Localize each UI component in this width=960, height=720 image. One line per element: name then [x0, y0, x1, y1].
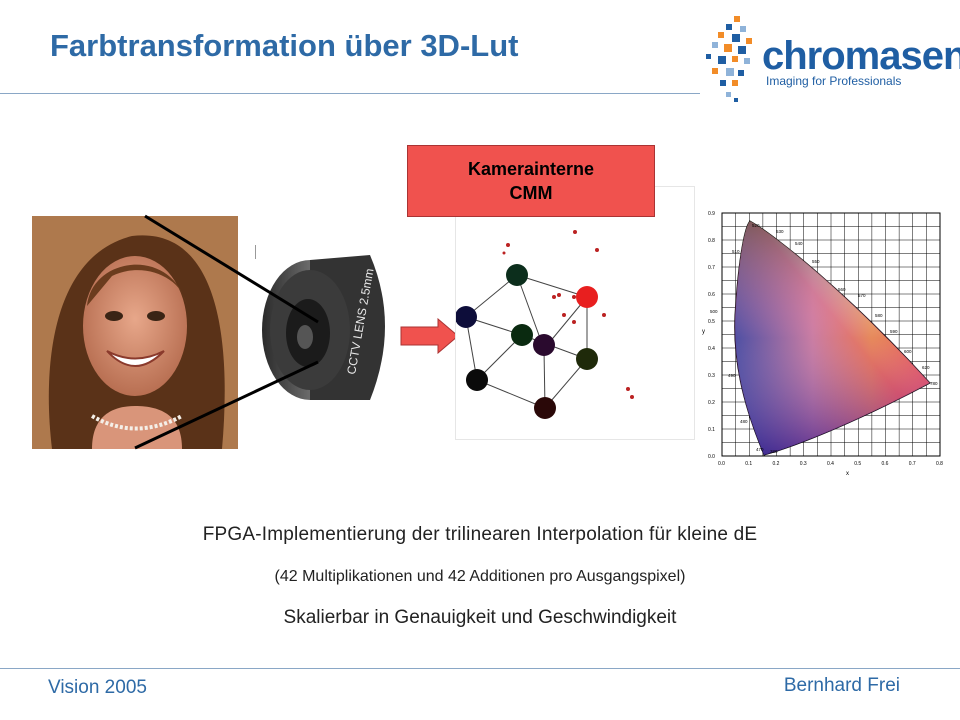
cie-y-tick: 0.8	[708, 238, 715, 244]
cie-y-tick: 0.1	[708, 427, 715, 433]
cie-wavelength-label: 560	[838, 287, 846, 292]
cie-wavelength-label: 540	[795, 241, 803, 246]
cie-wavelength-label: 470	[756, 447, 764, 452]
cie-x-tick: 0.6	[882, 461, 889, 467]
cie-chromaticity-diagram: 0.0 0.1 0.2 0.3 0.4 0.5 0.6 0.7 0.8 0.0 0.1 0.2 0.3…	[702, 211, 943, 477]
cie-y-tick: 0.2	[708, 400, 715, 406]
cie-x-tick: 0.5	[854, 461, 861, 467]
arrow-right-icon	[400, 318, 459, 354]
cie-y-tick: 0.5	[708, 319, 715, 325]
cie-y-tick: 0.0	[708, 454, 715, 460]
cie-wavelength-label: 510	[732, 249, 740, 254]
title-divider	[0, 93, 700, 94]
cie-x-tick: 0.8	[936, 461, 943, 467]
body-text-line1: FPGA-Implementierung der trilinearen Int…	[202, 524, 758, 545]
cie-x-tick: 0.2	[773, 461, 780, 467]
slide-title: Farbtransformation über 3D-Lut	[50, 28, 519, 63]
footer-author: Bernhard Frei	[783, 675, 900, 696]
logo-mark-icon	[706, 16, 752, 102]
lut-cube-graph	[455, 230, 634, 419]
cie-wavelength-label: 500	[710, 309, 718, 314]
cie-wavelength-label: 580	[875, 313, 883, 318]
logo-tagline: Imaging for Professionals	[766, 74, 902, 88]
body-text-line2: (42 Multiplikationen und 42 Additionen p…	[274, 568, 686, 585]
cie-y-tick: 0.9	[708, 211, 715, 217]
cie-x-tick: 0.3	[800, 461, 807, 467]
cie-x-tick: 0.7	[909, 461, 916, 467]
cie-y-tick: 0.7	[708, 265, 715, 271]
cmm-label-line1: Kamerainterne	[467, 159, 595, 179]
cie-x-tick: 0.1	[745, 461, 752, 467]
cie-x-label: x	[846, 471, 849, 477]
cmm-label-box: Kamerainterne CMM	[407, 145, 655, 217]
cie-wavelength-label: 480	[740, 419, 748, 424]
cie-wavelength-label: 570	[858, 293, 866, 298]
cie-wavelength-label: 520	[752, 223, 760, 228]
cie-x-tick: 0.0	[718, 461, 725, 467]
body-text-line3: Skalierbar in Genauigkeit und Geschwindi…	[283, 607, 677, 628]
cie-wavelength-label: 600	[904, 349, 912, 354]
cie-wavelength-label: 380	[770, 449, 778, 454]
cie-wavelength-label: 620	[922, 365, 930, 370]
cie-y-tick: 0.4	[708, 346, 715, 352]
cie-y-tick: 0.6	[708, 292, 715, 298]
cie-wavelength-label: 550	[812, 259, 820, 264]
footer-event: Vision 2005	[48, 677, 147, 698]
cie-wavelength-label: 780	[930, 381, 938, 386]
cie-wavelength-label: 590	[890, 329, 898, 334]
portrait-photo	[32, 216, 238, 449]
camera-lens: CCTV LENS 2.5mm	[255, 245, 385, 400]
footer-divider	[0, 668, 960, 669]
lut-cube-diagram	[455, 186, 695, 440]
cie-wavelength-label: 490	[728, 373, 736, 378]
cie-y-label: y	[702, 329, 705, 335]
cie-wavelength-label: 530	[776, 229, 784, 234]
chromasens-logo: chromasens Imaging for Professionals	[704, 14, 960, 109]
cie-x-tick: 0.4	[827, 461, 834, 467]
cie-y-tick: 0.3	[708, 373, 715, 379]
logo-wordmark: chromasens	[762, 34, 960, 78]
cmm-label-line2: CMM	[509, 183, 553, 203]
